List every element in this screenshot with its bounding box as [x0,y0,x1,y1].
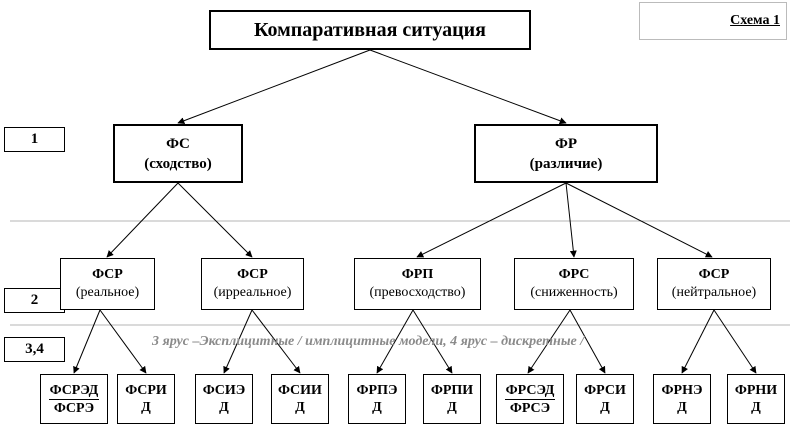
leaf-fsie-line2: Д [219,400,229,415]
leaf-frne-line2: Д [677,400,687,415]
tier-label-1-text: 1 [30,131,39,147]
leaf-frsi-line2: Д [600,400,610,415]
leaf-frsi-line1: ФРСИ [584,383,626,398]
node-fsr-real-abbr: ФСР [92,267,123,282]
node-frs: ФРС (сниженность) [514,258,634,310]
edge-l2-5-leaf9 [681,309,715,374]
leaf-fsie: ФСИЭ Д [195,374,253,424]
leaf-frne: ФРНЭ Д [653,374,711,424]
tier-label-2: 2 [4,288,65,313]
leaf-fsri-line2: Д [141,400,151,415]
node-frs-abbr: ФРС [558,267,590,282]
edge-root-fs [177,49,371,125]
node-fr-abbr: ФР [554,135,578,152]
node-fs: ФС (сходство) [113,124,243,183]
edge-fr-fsr3 [565,182,713,258]
leaf-fsri-line1: ФСРИ [125,383,167,398]
edge-l2-4-leaf8 [569,309,606,374]
leaf-frsi: ФРСИ Д [576,374,634,424]
leaf-frni: ФРНИ Д [727,374,785,424]
edge-l2-2-leaf3 [223,309,253,374]
leaf-frne-line1: ФРНЭ [661,383,703,398]
node-fsr-irreal-abbr: ФСР [237,267,268,282]
leaf-frsed: ФРСЭД ФРСЭ [496,374,564,424]
edge-l2-4-leaf7 [527,309,571,374]
tier-label-3-4-text: 3,4 [25,341,44,357]
edge-l2-1-leaf2 [99,309,147,374]
edge-l2-2-leaf4 [251,309,301,374]
edge-fr-frs [565,182,577,258]
scheme-label: Схема 1 [639,2,787,40]
node-fsr-irreal: ФСР (ирреальное) [201,258,304,310]
leaf-frpi-line2: Д [447,400,457,415]
node-fr-desc: (различие) [529,155,603,172]
leaf-frni-line1: ФРНИ [734,383,778,398]
edge-l2-5-leaf10 [713,309,757,374]
node-frs-desc: (сниженность) [530,285,618,300]
edge-fs-fsr1 [106,182,179,258]
leaf-fsred-bottom: ФСРЭ [53,400,95,416]
leaf-fsie-line1: ФСИЭ [202,383,246,398]
tier-label-2-text: 2 [30,292,39,308]
leaf-frsed-bottom: ФРСЭ [509,400,551,416]
node-fr: ФР (различие) [474,124,658,183]
leaf-fsred-top: ФСРЭД [48,382,100,400]
leaf-frni-line2: Д [751,400,761,415]
edge-fs-fsr2 [177,182,253,258]
edge-l2-3-leaf5 [376,309,414,374]
tier-note: 3 ярус –Эксплицитные / имплицитные модел… [152,334,585,349]
node-fsr-neutral-desc: (нейтральное) [671,285,757,300]
leaf-frpe-line1: ФРПЭ [356,383,398,398]
node-frp-abbr: ФРП [401,267,434,282]
edge-l2-3-leaf6 [412,309,453,374]
leaf-fsii-line2: Д [295,400,305,415]
node-fs-desc: (сходство) [144,155,212,172]
leaf-frpi: ФРПИ Д [423,374,481,424]
node-fsr-irreal-desc: (ирреальное) [213,285,292,300]
node-frp-desc: (превосходство) [369,285,466,300]
leaf-fsii-line1: ФСИИ [278,383,322,398]
edge-l2-1-leaf1 [73,309,101,374]
leaf-fsred: ФСРЭД ФСРЭ [40,374,108,424]
leaf-fsri: ФСРИ Д [117,374,175,424]
node-fsr-real-desc: (реальное) [75,285,140,300]
node-fs-abbr: ФС [166,135,190,152]
edge-root-fr [369,49,567,125]
scheme-label-text: Схема 1 [730,13,780,28]
tier-label-1: 1 [4,127,65,152]
node-fsr-neutral-abbr: ФСР [698,267,730,282]
node-frp: ФРП (превосходство) [354,258,481,310]
leaf-frsed-top: ФРСЭД [504,382,556,400]
node-fsr-real: ФСР (реальное) [60,258,155,310]
edge-fr-frp [416,182,567,258]
node-fsr-neutral: ФСР (нейтральное) [657,258,771,310]
leaf-frpe-line2: Д [372,400,382,415]
leaf-frpi-line1: ФРПИ [430,383,474,398]
root-node-label: Компаративная ситуация [254,18,486,41]
leaf-frpe: ФРПЭ Д [348,374,406,424]
leaf-fsii: ФСИИ Д [271,374,329,424]
root-node: Компаративная ситуация [209,10,531,50]
tier-label-3-4: 3,4 [4,337,65,362]
